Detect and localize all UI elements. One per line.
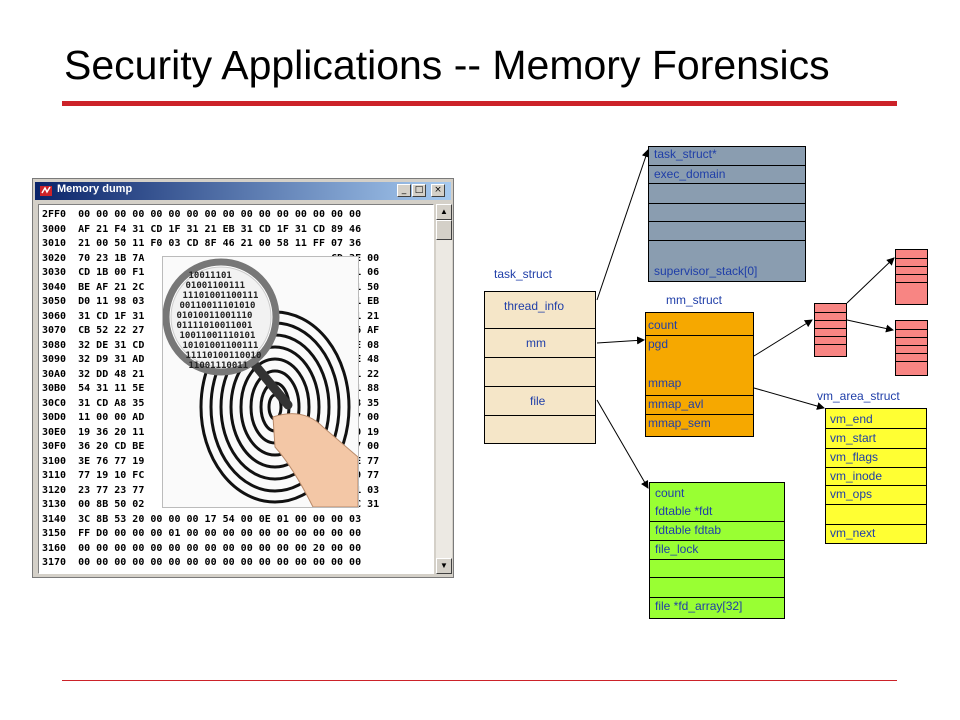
title-underline [62,101,897,106]
thread-info-field-exec-domain: exec_domain [648,165,806,184]
window-titlebar[interactable]: Memory dump _ □ × [35,182,451,200]
vm-area-field-vm-flags: vm_flags [825,448,927,468]
mm-struct-box: count pgd mmap mmap_avl mmap_sem [645,312,754,437]
page-directory-block [814,303,847,357]
task-struct-field-file: file [484,386,596,416]
memory-dump-window: Memory dump _ □ × 2FF0 00 00 00 00 00 00… [32,178,454,578]
page-table-block [895,249,928,305]
mm-struct-field-pgd: pgd [645,335,754,355]
magnified-bits-line: 11001110011 [188,361,249,371]
files-struct-field-count: count [655,486,685,500]
mm-struct-field-mmap: mmap [648,376,682,390]
maximize-button[interactable]: □ [412,184,426,197]
magnified-bits-line: 11110100110010 [185,351,262,361]
thread-info-field-empty [648,221,806,241]
files-struct-field-file-lock: file_lock [649,540,785,560]
task-struct-field-empty [484,415,596,445]
mm-struct-field-mmap-sem: mmap_sem [645,414,754,437]
task-struct-field-mm: mm [484,328,596,358]
task-struct-field-thread-info: thread_info [504,299,565,313]
hex-dump-line: 3000 AF 21 F4 31 CD 1F 31 21 EB 31 CD 1F… [42,223,362,235]
scroll-thumb[interactable] [436,220,452,240]
task-struct-field-empty [484,357,596,387]
mm-struct-label: mm_struct [666,293,723,307]
magnified-bits-line: 10011101 [188,271,232,281]
thread-info-box: task_struct* exec_domain supervisor_stac… [648,146,806,282]
hex-dump-line: 3170 00 00 00 00 00 00 00 00 00 00 00 00… [42,557,362,568]
app-icon [40,186,52,196]
thread-info-field-empty [648,183,806,203]
minimize-button[interactable]: _ [397,184,411,197]
close-button[interactable]: × [431,184,445,197]
thread-info-field-empty [648,203,806,221]
hex-dump-line: 3150 FF D0 00 00 00 01 00 00 00 00 00 00… [42,528,362,539]
hex-dump-line: 3140 3C 8B 53 20 00 00 00 17 54 00 0E 01… [42,513,362,525]
magnified-bits-line: 11101001100111 [182,291,259,301]
files-struct-box: count fdtable *fdt fdtable fdtab file_lo… [649,482,785,619]
files-struct-field-empty [649,559,785,578]
hex-dump-line: 3160 00 00 00 00 00 00 00 00 00 00 00 00… [42,542,362,554]
vertical-scrollbar[interactable]: ▲ ▼ [436,204,452,574]
thread-info-field-task-struct-ptr: task_struct* [654,147,717,161]
magnified-bits-line: 01001100111 [185,281,246,291]
vm-area-field-vm-inode: vm_inode [825,467,927,486]
mm-struct-field-count: count [648,318,678,332]
window-title: Memory dump [57,183,133,195]
vm-area-field-vm-start: vm_start [825,428,927,449]
thread-info-field-supervisor-stack: supervisor_stack[0] [654,264,758,278]
files-struct-field-fd-array: file *fd_array[32] [649,597,785,618]
magnified-bits-line: 01010011001110 [176,311,253,321]
vm-area-struct-box: vm_end vm_start vm_flags vm_inode vm_ops… [825,408,927,544]
mm-struct-field-empty [645,354,754,375]
magnified-bits-line: 00110011101010 [179,301,256,311]
thread-info-field-empty [648,240,806,260]
vm-area-field-vm-end: vm_end [830,412,873,426]
mm-struct-field-mmap-avl: mmap_avl [645,395,754,415]
files-struct-field-empty [649,577,785,598]
vm-area-struct-label: vm_area_struct [817,389,900,403]
scroll-up-arrow-icon[interactable]: ▲ [436,204,452,220]
scroll-down-arrow-icon[interactable]: ▼ [436,558,452,574]
magnified-bits-line: 01111010011001 [176,321,253,331]
vm-area-field-vm-ops: vm_ops [825,485,927,505]
files-struct-field-fdtab: fdtable fdtab [649,521,785,541]
task-struct-label: task_struct [494,267,553,281]
footer-rule [62,680,897,681]
hex-dump-line: 2FF0 00 00 00 00 00 00 00 00 00 00 00 00… [42,209,362,220]
hex-dump-line: 3010 21 00 50 11 F0 03 CD 8F 46 21 00 58… [42,238,362,249]
slide-title: Security Applications -- Memory Forensic… [64,42,830,88]
files-struct-field-fdt: fdtable *fdt [655,504,713,518]
page-table-block [895,320,928,376]
vm-area-field-vm-next: vm_next [825,524,927,544]
task-struct-box: thread_info mm file [484,291,596,444]
magnified-bits-line: 10101001100111 [182,341,259,351]
magnified-bits-line: 10011001110101 [179,331,256,341]
vm-area-field-empty [825,504,927,524]
